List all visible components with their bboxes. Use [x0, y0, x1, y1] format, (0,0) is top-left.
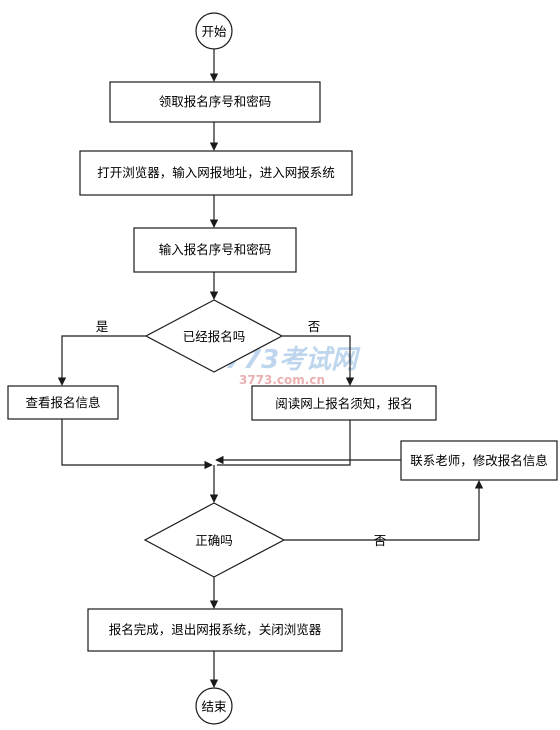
enter-credentials-label: 输入报名序号和密码: [159, 242, 272, 257]
contact-teacher-node: 联系老师，修改报名信息: [400, 440, 558, 481]
edge-decision-yes: [57, 335, 146, 386]
end-node: 结束: [195, 687, 233, 725]
edge-correct-no: [284, 480, 484, 541]
watermark-url: 3773.com.cn: [239, 373, 325, 387]
get-credentials-label: 领取报名序号和密码: [159, 94, 272, 109]
read-notice-label: 阅读网上报名须知，报名: [275, 396, 413, 411]
edge-label-no-correct: 否: [374, 533, 387, 548]
enter-credentials-node: 输入报名序号和密码: [133, 227, 297, 273]
open-browser-label: 打开浏览器，输入网报地址，进入网报系统: [97, 165, 335, 180]
is-correct-label: 正确吗: [195, 533, 233, 548]
contact-teacher-label: 联系老师，修改报名信息: [410, 453, 548, 468]
edge-view-info-merge: [61, 419, 213, 470]
start-label: 开始: [201, 24, 227, 39]
end-label: 结束: [201, 699, 227, 714]
already-registered-label: 已经报名吗: [183, 329, 246, 344]
finish-node: 报名完成，退出网报系统，关闭浏览器: [87, 608, 343, 652]
edges: [57, 49, 484, 688]
start-node: 开始: [195, 12, 233, 50]
already-registered-decision: 已经报名吗: [144, 299, 284, 373]
view-info-node: 查看报名信息: [7, 385, 119, 420]
is-correct-decision: 正确吗: [143, 502, 286, 578]
get-credentials-node: 领取报名序号和密码: [109, 81, 321, 123]
finish-label: 报名完成，退出网报系统，关闭浏览器: [109, 622, 322, 637]
edge-label-no-registered: 否: [308, 319, 321, 334]
view-info-label: 查看报名信息: [25, 395, 100, 410]
read-notice-node: 阅读网上报名须知，报名: [251, 385, 437, 421]
edge-read-notice-merge: [217, 420, 351, 466]
open-browser-node: 打开浏览器，输入网报地址，进入网报系统: [79, 150, 353, 196]
edge-decision-no: [282, 335, 355, 386]
edge-label-yes: 是: [96, 319, 109, 334]
